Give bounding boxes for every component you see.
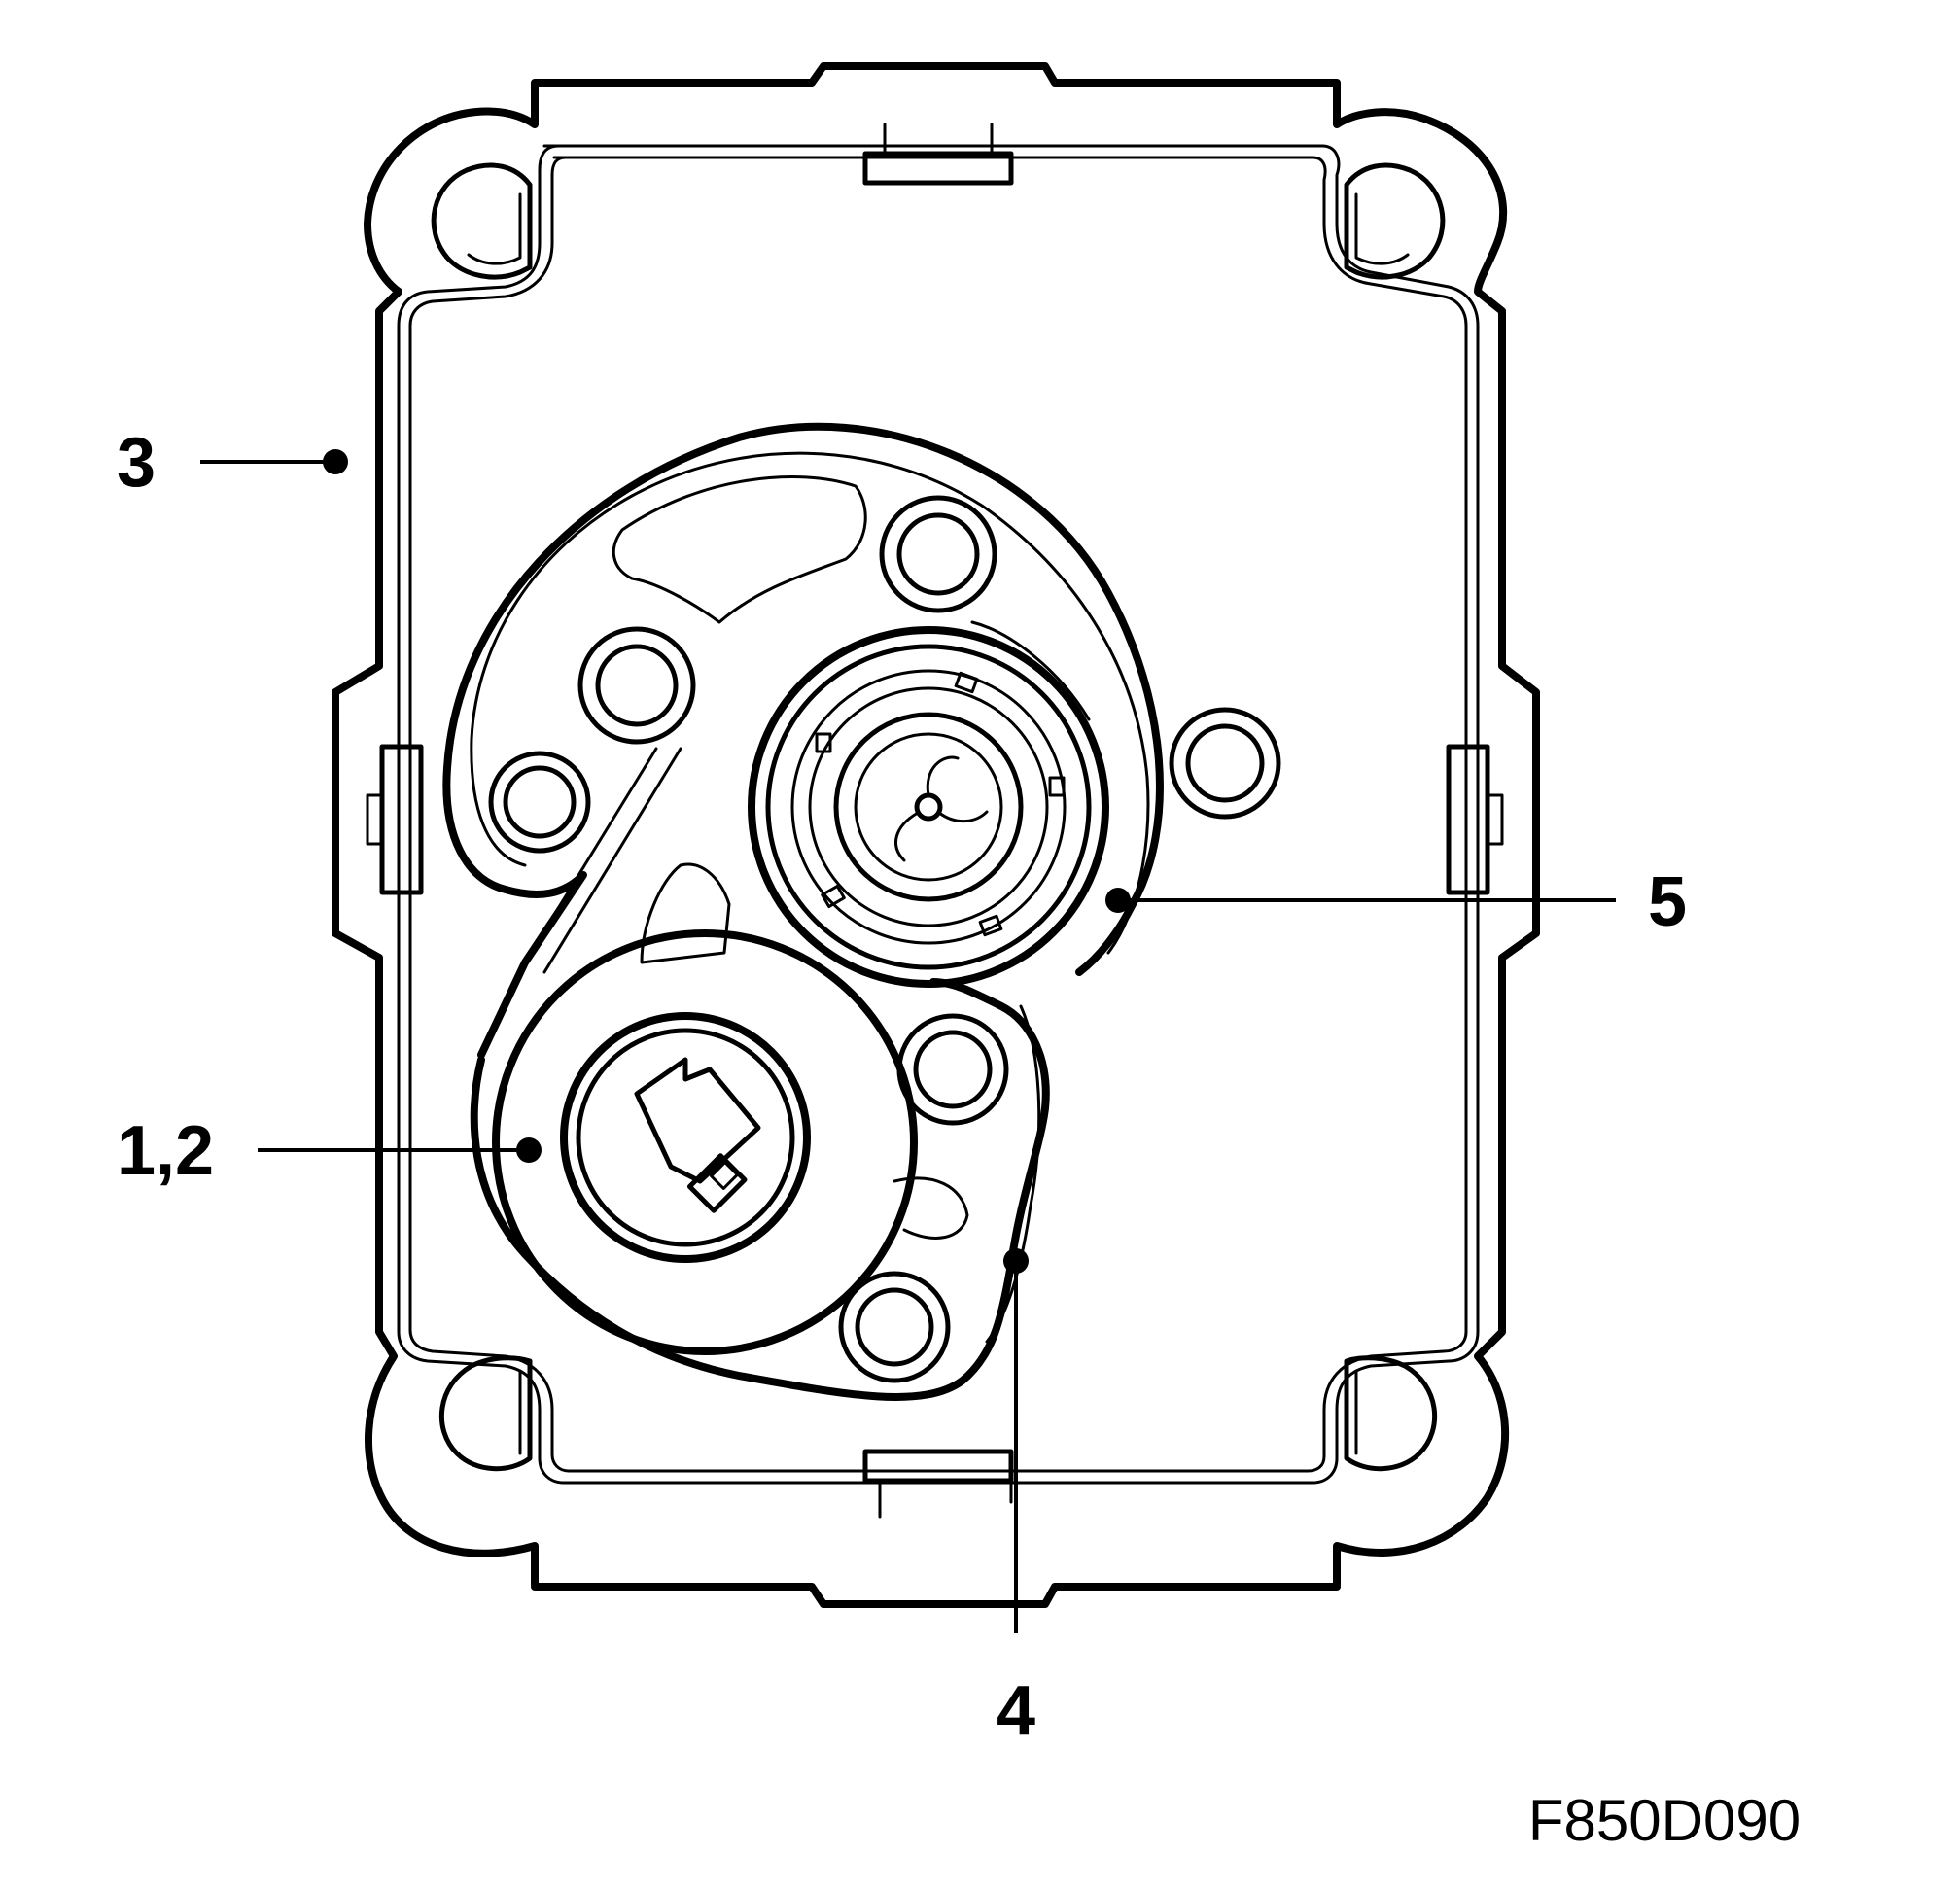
callout-5-label: 5 <box>1648 863 1687 941</box>
boss-left <box>488 751 591 854</box>
callout-3-label: 3 <box>117 424 156 502</box>
figure-code: F850D090 <box>1528 1788 1801 1853</box>
callout-5: 5 <box>1105 863 1687 941</box>
boss-far-right <box>1169 707 1281 820</box>
upper-shaft-bearing <box>748 626 1109 988</box>
housing <box>332 62 1540 1608</box>
callout-1-2: 1,2 <box>117 1112 542 1190</box>
corner-boss-top-left <box>431 162 533 280</box>
boss-bottom <box>838 1271 951 1383</box>
boss-lower-right <box>896 1013 1009 1126</box>
callout-1-2-label: 1,2 <box>117 1112 214 1190</box>
callout-3: 3 <box>117 424 348 502</box>
corner-boss-top-right <box>1344 162 1446 280</box>
callout-4-label: 4 <box>997 1672 1035 1750</box>
callout-4: 4 <box>997 1248 1035 1750</box>
corner-boss-bottom-right <box>1344 1355 1437 1472</box>
boss-upper-left <box>578 626 696 745</box>
gear-plate-upper <box>442 422 1164 1059</box>
corner-boss-bottom-left <box>439 1355 533 1472</box>
boss-upper-right <box>879 495 998 613</box>
lower-actuator <box>470 747 1050 1401</box>
